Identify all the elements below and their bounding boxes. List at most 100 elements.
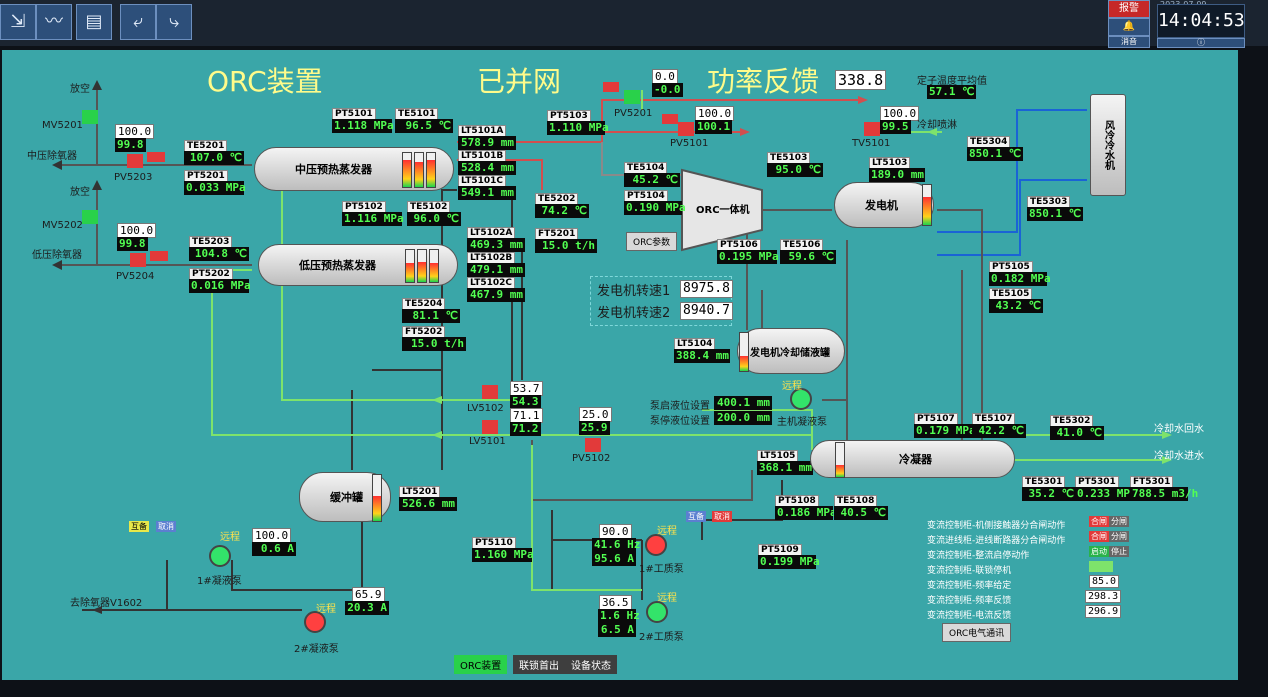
pv5201-valve[interactable]: [624, 90, 640, 104]
wf-pump2-freq: 1.6 Hz: [598, 609, 640, 623]
wf-pump2[interactable]: [646, 601, 668, 623]
air-cooler-box[interactable]: 风冷冷水机: [1090, 94, 1126, 196]
mv5202-label: MV5202: [42, 220, 83, 231]
orc-comm-button[interactable]: ORC电气通讯: [942, 623, 1012, 642]
vfd-row-0-off[interactable]: 分闸: [1109, 516, 1129, 527]
pump1-current: 0.6 A: [252, 542, 296, 556]
lp-preheater-vessel[interactable]: 低压预热蒸发器: [258, 244, 458, 286]
te5203-value: 104.8 ℃: [189, 247, 249, 261]
cancel-button-1[interactable]: 取消: [156, 521, 176, 532]
standby-button-2[interactable]: 互备: [686, 511, 706, 522]
back-icon[interactable]: ⤶: [120, 4, 156, 40]
lt5101a-value: 578.9 mm: [458, 136, 516, 150]
te5201-value: 107.0 ℃: [184, 151, 244, 165]
mp-level-bar-b: [414, 152, 424, 188]
lv5102-setpoint[interactable]: 53.7: [510, 381, 543, 396]
clock: 14:04:53: [1157, 4, 1245, 38]
tv5101-valve[interactable]: [864, 122, 880, 136]
pump1-setpoint[interactable]: 100.0: [252, 528, 292, 543]
pv5204-actuator: [150, 251, 168, 261]
main-condensate-pump[interactable]: [790, 388, 812, 410]
lt5101b-value: 528.4 mm: [458, 161, 516, 175]
bell-icon[interactable]: 🔔: [1108, 18, 1150, 36]
lt5104-value: 388.4 mm: [674, 349, 730, 363]
tab-orc[interactable]: ORC装置: [454, 655, 508, 674]
vfd-row-1-off[interactable]: 分闸: [1109, 531, 1129, 542]
alarm-button[interactable]: 报警: [1108, 0, 1150, 18]
generator-label: 发电机: [865, 199, 898, 212]
orc-title: ORC装置: [207, 65, 323, 98]
pt5102-value: 1.116 MPa: [342, 212, 404, 226]
te5202-value: 74.2 ℃: [535, 204, 589, 218]
mp-level-bar-c: [426, 152, 436, 188]
stop-level-value[interactable]: 200.0 mm: [714, 411, 772, 425]
pump1[interactable]: [209, 545, 231, 567]
tab-interlock[interactable]: 联锁首出: [513, 655, 565, 674]
lv5102-valve[interactable]: [482, 385, 498, 399]
wf-pump1-setpoint[interactable]: 90.0: [599, 524, 632, 539]
pv5101-setpoint[interactable]: 100.0: [695, 106, 735, 121]
lt5105-value: 368.1 mm: [757, 461, 813, 475]
mute-button[interactable]: 消音: [1108, 36, 1150, 48]
start-level-value[interactable]: 400.1 mm: [714, 396, 772, 410]
lv5101-label: LV5101: [469, 436, 506, 447]
table-icon[interactable]: ▤: [76, 4, 112, 40]
pv5203-setpoint[interactable]: 100.0: [115, 124, 155, 139]
system-toolbar: ⇲ 〰 ▤ ⤶ ⤷ 2023-07-09 报警 🔔 消音 14:04:53 ⓘ: [0, 0, 1268, 48]
wf-pump1-label: 1#工质泵: [639, 564, 684, 575]
pv5204-valve[interactable]: [130, 253, 146, 267]
mp-preheater-vessel[interactable]: 中压预热蒸发器: [254, 147, 454, 191]
wf-pump1[interactable]: [645, 534, 667, 556]
lv5101-setpoint[interactable]: 71.1: [510, 408, 543, 423]
te5107-tag: TE5107: [972, 413, 1016, 426]
wf-pump2-setpoint[interactable]: 36.5: [599, 595, 632, 610]
trend-icon[interactable]: 〰: [36, 4, 72, 40]
pump2-setpoint[interactable]: 65.9: [352, 587, 385, 602]
exit-icon[interactable]: ⇲: [0, 4, 36, 40]
tab-equipment-status[interactable]: 设备状态: [565, 655, 617, 674]
stop-level-label: 泵停液位设置: [650, 416, 710, 427]
pv5201-setpoint[interactable]: 0.0: [652, 69, 678, 84]
vfd-row-0-on[interactable]: 合闸: [1089, 516, 1109, 527]
vfd-freq-setpoint[interactable]: 85.0: [1089, 575, 1120, 588]
pump2-current: 20.3 A: [345, 601, 389, 615]
mp-preheater-label: 中压预热蒸发器: [295, 163, 372, 176]
gen-cooling-tank-label: 发电机冷却储液罐: [750, 347, 830, 359]
lv5101-feedback: 71.2: [510, 422, 541, 436]
pv5102-valve[interactable]: [585, 438, 601, 452]
vfd-row-1-on[interactable]: 合闸: [1089, 531, 1109, 542]
generator-vessel[interactable]: 发电机: [834, 182, 934, 228]
lv5102-feedback: 54.3: [510, 395, 541, 409]
pv5101-valve[interactable]: [678, 122, 694, 136]
te5204-value: 81.1 ℃: [402, 309, 460, 323]
pump2[interactable]: [304, 611, 326, 633]
vfd-row-2-on[interactable]: 启动: [1089, 546, 1109, 557]
forward-icon[interactable]: ⤷: [156, 4, 192, 40]
pv5102-setpoint[interactable]: 25.0: [579, 407, 612, 422]
cancel-button-2[interactable]: 取消: [712, 511, 732, 522]
mv5201-valve[interactable]: [82, 110, 98, 124]
orc-params-button[interactable]: ORC参数: [626, 232, 678, 251]
pv5201-feedback: -0.0: [652, 83, 683, 97]
lt5201-value: 526.6 mm: [399, 497, 457, 511]
speed2-label: 发电机转速2: [597, 306, 671, 321]
info-icon[interactable]: ⓘ: [1157, 38, 1245, 48]
wf-pump2-label: 2#工质泵: [639, 632, 684, 643]
mv5202-valve[interactable]: [82, 210, 98, 224]
pv5102-label: PV5102: [572, 453, 611, 464]
vfd-row-2-off[interactable]: 停止: [1109, 546, 1129, 557]
lp-level-bar-a: [405, 249, 415, 283]
lt5102b-value: 479.1 mm: [467, 263, 525, 277]
pv5204-setpoint[interactable]: 100.0: [117, 223, 157, 238]
pv5203-valve[interactable]: [127, 154, 143, 168]
lp-deaerator-label: 低压除氧器: [32, 250, 82, 261]
grid-status: 已并网: [477, 65, 562, 98]
vfd-current-feedback: 296.9: [1085, 605, 1122, 618]
standby-button-1[interactable]: 互备: [129, 521, 149, 532]
power-feedback-label: 功率反馈: [707, 65, 820, 98]
gen-cooling-tank[interactable]: 发电机冷却储液罐: [737, 328, 845, 374]
wf-pump1-remote: 远程: [657, 526, 677, 537]
lv5101-valve[interactable]: [482, 420, 498, 434]
tv5101-setpoint[interactable]: 100.0: [880, 106, 920, 121]
start-level-label: 泵启液位设置: [650, 401, 710, 412]
